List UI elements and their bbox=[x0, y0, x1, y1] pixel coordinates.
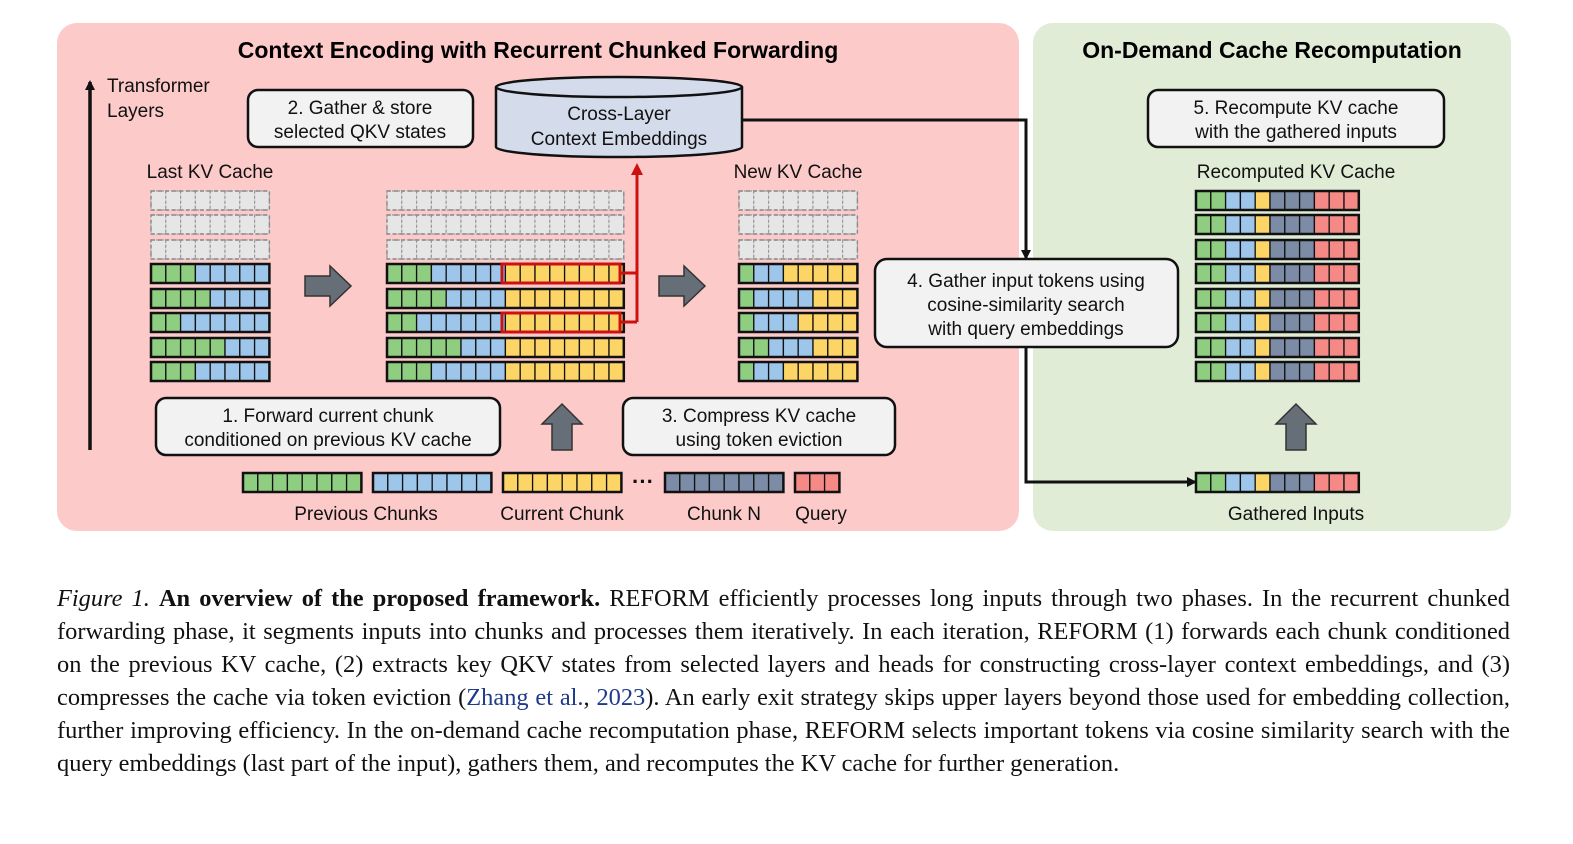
step5-line1: 5. Recompute KV cache bbox=[1194, 98, 1399, 119]
query-label: Query bbox=[795, 504, 847, 525]
chunk-n-cells bbox=[663, 471, 785, 494]
step3-line2: using token eviction bbox=[676, 430, 843, 451]
caption-body-2: ). An early exit strategy skips upper la… bbox=[57, 684, 1511, 777]
kv-cache-row bbox=[386, 239, 625, 260]
gathered-inputs-row bbox=[1194, 471, 1361, 494]
citation-year-link[interactable]: 2023 bbox=[596, 684, 646, 711]
step4-line1: 4. Gather input tokens using bbox=[907, 271, 1145, 292]
kv-cache-row bbox=[385, 336, 626, 359]
chunk-up-arrow bbox=[540, 402, 584, 451]
db-to-step4-arrow bbox=[742, 118, 1031, 260]
step1-box bbox=[154, 396, 502, 457]
chunk-n-label: Chunk N bbox=[687, 504, 761, 525]
kv-cache-row bbox=[385, 360, 626, 383]
step1-line1: 1. Forward current chunk bbox=[222, 406, 434, 427]
step4-line2: cosine-similarity search bbox=[927, 295, 1124, 316]
step5-line2: with the gathered inputs bbox=[1194, 122, 1397, 143]
kv-cache-row bbox=[386, 190, 625, 211]
context-encoding-title: Context Encoding with Recurrent Chunked … bbox=[238, 37, 839, 63]
recomputed-kv-row bbox=[1194, 189, 1361, 212]
recomputed-kv-row bbox=[1194, 238, 1361, 261]
new-kv-row bbox=[738, 214, 859, 235]
new-kv-row bbox=[737, 311, 859, 334]
last-kv-cache-label: Last KV Cache bbox=[147, 162, 274, 183]
new-kv-row bbox=[737, 287, 859, 310]
last-kv-row bbox=[149, 311, 271, 334]
last-kv-row bbox=[149, 360, 271, 383]
forward-arrow-2 bbox=[658, 264, 707, 308]
new-kv-cache-grid bbox=[737, 190, 859, 383]
step2-box bbox=[246, 88, 475, 149]
cache-recomputation-title: On-Demand Cache Recomputation bbox=[1082, 37, 1462, 63]
input-chunks-row bbox=[241, 471, 841, 494]
step4-to-gathered-arrow bbox=[1024, 346, 1197, 487]
recomputed-kv-cache-label: Recomputed KV Cache bbox=[1197, 162, 1396, 183]
step1-line2: conditioned on previous KV cache bbox=[184, 430, 471, 451]
last-kv-row bbox=[149, 262, 271, 285]
new-kv-cache-label: New KV Cache bbox=[734, 162, 863, 183]
step3-line1: 3. Compress KV cache bbox=[662, 406, 856, 427]
new-kv-row bbox=[738, 190, 859, 211]
step2-line2: selected QKV states bbox=[274, 122, 446, 143]
previous-chunks-cells bbox=[241, 471, 363, 494]
kv-cache-row bbox=[385, 287, 626, 310]
recomputed-kv-row bbox=[1194, 336, 1361, 359]
recomputed-kv-row bbox=[1194, 262, 1361, 285]
recomputed-kv-row bbox=[1194, 287, 1361, 310]
step2-line1: 2. Gather & store bbox=[288, 98, 433, 119]
db-label-line1: Cross-Layer bbox=[567, 104, 671, 125]
last-kv-row bbox=[149, 336, 271, 359]
last-kv-row bbox=[150, 239, 271, 260]
ellipsis-text: ··· bbox=[632, 469, 654, 494]
gathered-inputs-label: Gathered Inputs bbox=[1228, 504, 1364, 525]
new-kv-row bbox=[737, 262, 859, 285]
new-kv-row bbox=[737, 360, 859, 383]
step4-line3: with query embeddings bbox=[927, 319, 1123, 340]
db-label-line2: Context Embeddings bbox=[531, 129, 707, 150]
recomputed-kv-row bbox=[1194, 360, 1361, 383]
new-kv-row bbox=[738, 239, 859, 260]
current-chunk-label: Current Chunk bbox=[500, 504, 624, 525]
axis-label-transformer: Transformer bbox=[107, 76, 210, 97]
caption-body-1: REFORM efficiently processes long inputs… bbox=[57, 585, 1510, 711]
citation-separator: , bbox=[583, 684, 597, 711]
recomputed-kv-row bbox=[1194, 311, 1361, 334]
forward-arrow-1 bbox=[304, 264, 353, 308]
step3-box bbox=[621, 396, 897, 457]
caption-label: Figure 1. bbox=[57, 585, 150, 612]
cross-layer-context-embeddings-db bbox=[494, 75, 744, 159]
last-kv-row bbox=[150, 214, 271, 235]
kv-cache-row bbox=[386, 214, 625, 235]
figure-caption: Figure 1. An overview of the proposed fr… bbox=[57, 582, 1510, 780]
last-kv-row bbox=[149, 287, 271, 310]
query-cells bbox=[793, 471, 841, 494]
step4-box bbox=[873, 257, 1180, 349]
last-kv-row bbox=[150, 190, 271, 211]
recompute-up-arrow bbox=[1274, 402, 1318, 451]
caption-title: An overview of the proposed framework. bbox=[158, 585, 601, 612]
previous-chunks-label: Previous Chunks bbox=[294, 504, 438, 525]
new-kv-row bbox=[737, 336, 859, 359]
recomputed-kv-cache-grid bbox=[1194, 189, 1361, 383]
current-chunk-cells bbox=[501, 471, 623, 494]
previous-chunks-cells-2 bbox=[371, 471, 493, 494]
framework-diagram: Context Encoding with Recurrent Chunked … bbox=[57, 23, 1511, 531]
recomputed-kv-row bbox=[1194, 213, 1361, 236]
citation-author-link[interactable]: Zhang et al. bbox=[466, 684, 584, 711]
step5-box bbox=[1146, 88, 1446, 149]
last-kv-cache-grid bbox=[149, 190, 271, 383]
axis-label-layers: Layers bbox=[107, 101, 164, 122]
